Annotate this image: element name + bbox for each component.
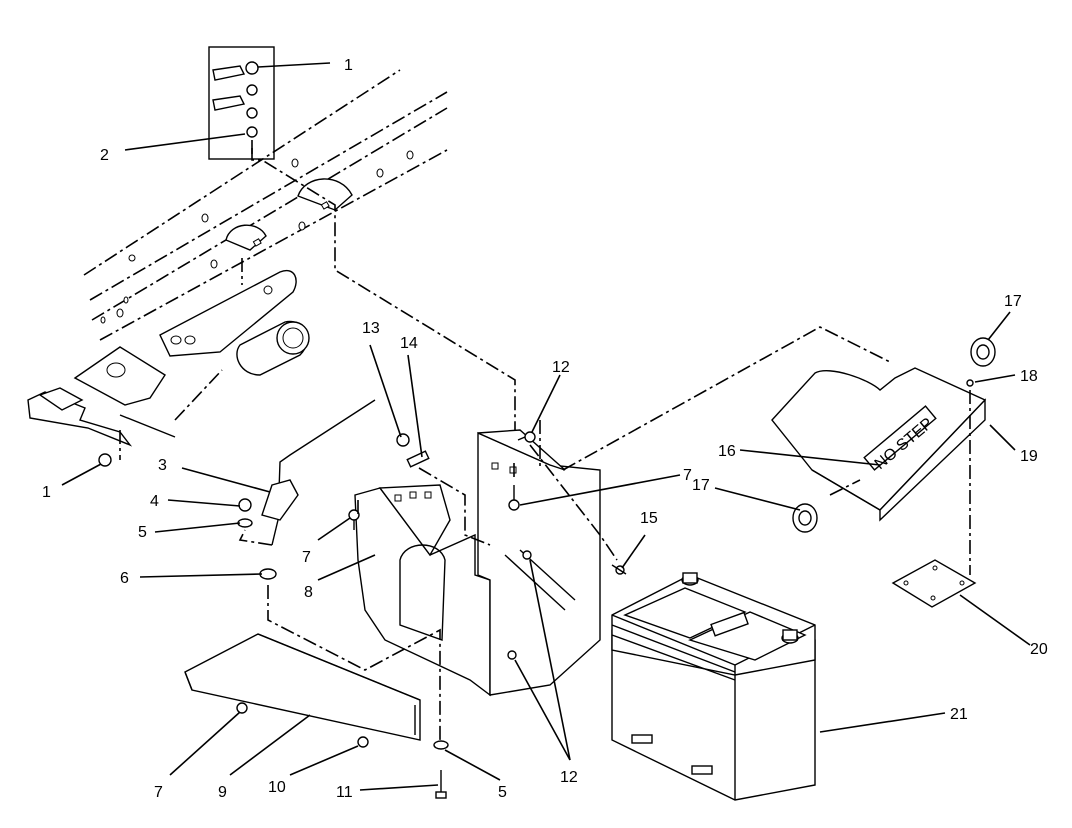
leader-lines <box>61 62 1031 791</box>
phantom-lines <box>119 148 971 740</box>
hardware <box>98 379 974 799</box>
callout-17a: 17 <box>1004 293 1022 310</box>
callout-5b: 5 <box>498 784 507 801</box>
callout-11: 11 <box>336 784 353 801</box>
callout-7c: 7 <box>154 784 163 801</box>
callout-19: 19 <box>1020 448 1038 465</box>
battery-box <box>354 429 601 697</box>
frame-rail <box>83 69 448 341</box>
callout-14: 14 <box>400 335 418 352</box>
callout-20: 20 <box>1030 641 1048 658</box>
callout-13: 13 <box>362 320 380 337</box>
callout-labels: 1 1 2 3 4 5 5 6 7 7 7 8 9 10 11 12 12 13… <box>42 57 1048 801</box>
shift-rod <box>261 399 376 546</box>
callout-21: 21 <box>950 706 968 723</box>
callout-10: 10 <box>268 779 286 796</box>
callout-9: 9 <box>218 784 227 801</box>
callout-5a: 5 <box>138 524 147 541</box>
callout-2: 2 <box>100 147 109 164</box>
callout-1b: 1 <box>42 484 51 501</box>
callout-7b: 7 <box>302 549 311 566</box>
callout-12a: 12 <box>552 359 570 376</box>
support-bracket <box>184 633 421 741</box>
callout-12b: 12 <box>560 769 578 786</box>
callout-18: 18 <box>1020 368 1038 385</box>
callout-15: 15 <box>640 510 658 527</box>
hitch-bracket <box>27 269 310 447</box>
callout-17b: 17 <box>692 477 710 494</box>
callout-6: 6 <box>120 570 129 587</box>
callout-1a: 1 <box>344 57 353 74</box>
knob-lower <box>792 503 818 533</box>
callout-16: 16 <box>718 443 736 460</box>
cable-terminal-inset <box>208 46 275 160</box>
callout-4: 4 <box>150 493 159 510</box>
knob-upper <box>970 337 996 367</box>
battery <box>611 572 816 801</box>
plate <box>891 559 977 608</box>
callout-3: 3 <box>158 457 167 474</box>
callout-8: 8 <box>304 584 313 601</box>
callout-7a: 7 <box>683 467 692 484</box>
cover-plate: NO STEP <box>771 367 987 522</box>
